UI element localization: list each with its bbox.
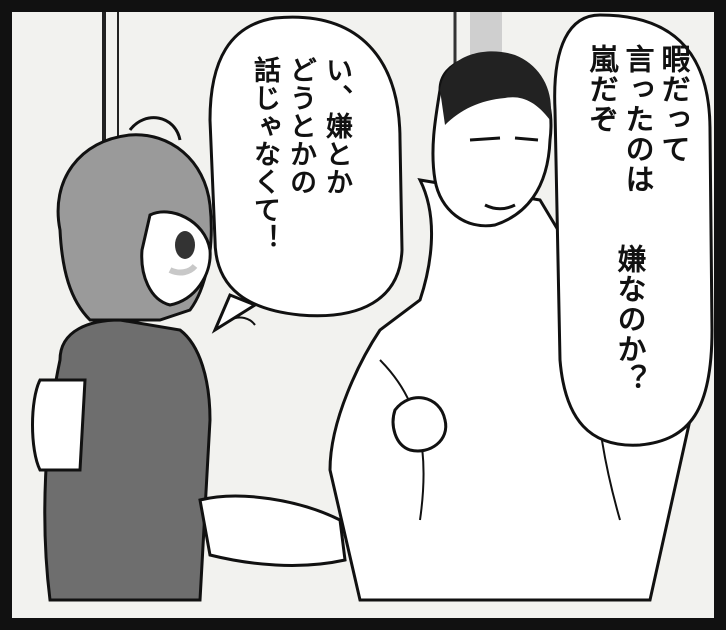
speech-bubble-right xyxy=(553,13,714,447)
girl-sleeve xyxy=(31,378,87,472)
panel-border-bottom xyxy=(0,618,726,630)
man-hair xyxy=(440,51,551,125)
bubble-left-line-2: どうとかの xyxy=(285,56,316,196)
panel-border-right xyxy=(714,0,726,630)
bubble-left-line-1: い、嫌とか xyxy=(321,56,352,196)
girl-face xyxy=(140,210,212,307)
panel-border-top xyxy=(0,0,726,12)
girl-blush xyxy=(168,263,198,276)
bubble-right-line-3: 嵐だぞ xyxy=(585,44,619,134)
bubble-right-line-2: 言ったのは xyxy=(621,44,655,194)
girl-arm xyxy=(198,494,347,567)
girl-figure xyxy=(31,116,347,602)
bubble-right-line-4: 嫌なのか？ xyxy=(613,244,647,394)
bubble-left-line-3: 話じゃなくて！ xyxy=(249,56,280,252)
speech-bubble-left-tail xyxy=(211,293,259,334)
speech-bubble-left xyxy=(208,15,404,318)
girl-eye xyxy=(175,231,195,259)
panel-border-left xyxy=(0,0,12,630)
bubble-right-line-1: 暇だって xyxy=(657,44,691,164)
man-fist xyxy=(391,396,448,453)
girl-ahoge xyxy=(128,116,182,141)
